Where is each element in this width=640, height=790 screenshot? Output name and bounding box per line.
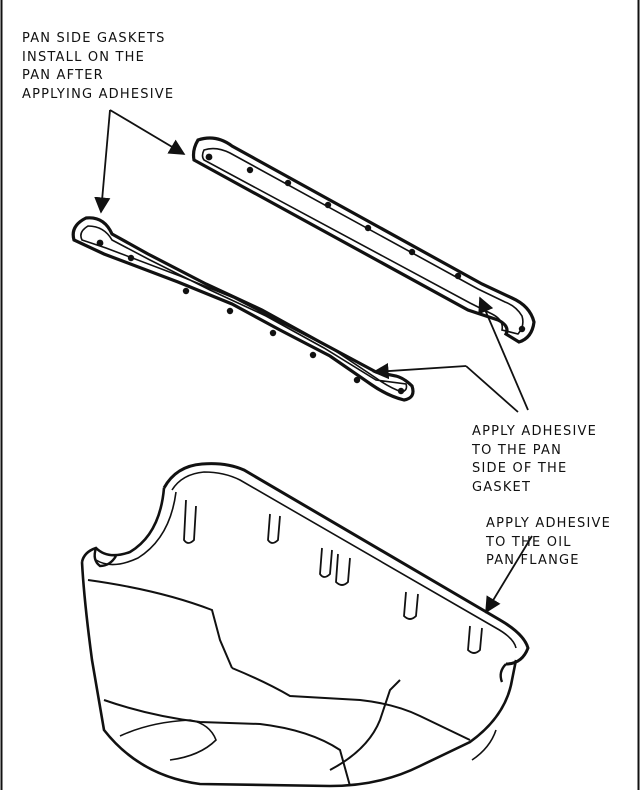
lower-gasket: [71, 216, 415, 402]
apply-adhesive-flange-label: APPLY ADHESIVE TO THE OIL PAN FLANGE: [486, 516, 612, 568]
pan-side-gaskets-label: PAN SIDE GASKETS INSTALL ON THE PAN AFTE…: [22, 31, 175, 102]
oil-pan: [80, 462, 530, 788]
apply-adhesive-gasket-label: APPLY ADHESIVE TO THE PAN SIDE OF THE GA…: [472, 424, 598, 495]
upper-gasket: [191, 136, 536, 344]
leader-lines: [94, 109, 533, 614]
